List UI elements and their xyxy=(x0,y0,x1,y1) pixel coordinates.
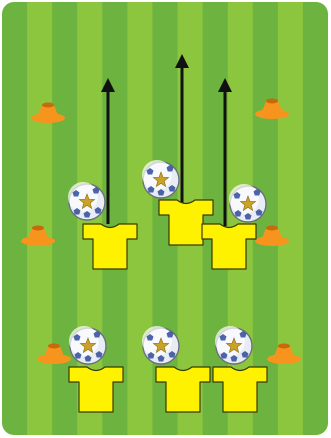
players-front xyxy=(69,367,267,412)
balls-front xyxy=(69,326,252,364)
grass-stripe xyxy=(278,2,304,435)
grass-stripe xyxy=(127,2,153,435)
drill-diagram xyxy=(2,2,328,435)
training-pitch xyxy=(2,2,328,435)
grass-stripe xyxy=(27,2,53,435)
grass-stripe xyxy=(303,2,328,435)
grass-stripe xyxy=(2,2,28,435)
